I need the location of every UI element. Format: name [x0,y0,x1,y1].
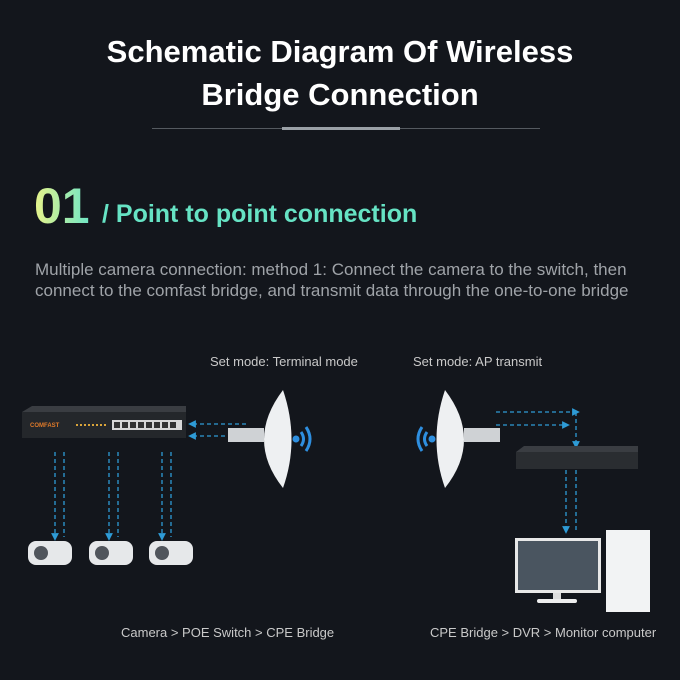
section-description: Multiple camera connection: method 1: Co… [35,260,629,300]
left-mode-label: Set mode: Terminal mode [210,354,358,369]
section-heading: / Point to point connection [102,200,418,228]
wifi-signal-icon [416,426,436,452]
switch-brand: COMFAST [30,423,60,429]
title-line-1: Schematic Diagram Of Wireless [106,34,574,69]
dvr [516,446,638,469]
section-number: 01 [34,178,90,234]
poe-switch: COMFAST [22,406,186,438]
cpe-bridge-left [228,390,292,488]
title-divider-highlight [282,127,400,130]
camera-2 [89,541,133,565]
wifi-signal-icon [292,426,312,452]
page-title: Schematic Diagram Of Wireless Bridge Con… [0,30,680,116]
cpe-bridge-right [436,390,500,488]
left-links [51,408,580,541]
left-caption: Camera > POE Switch > CPE Bridge [121,625,335,640]
right-caption: CPE Bridge > DVR > Monitor computer [430,625,657,640]
camera-1 [28,541,72,565]
monitor-computer [515,530,650,612]
camera-3 [149,541,193,565]
right-mode-label: Set mode: AP transmit [413,354,543,369]
title-line-2: Bridge Connection [201,77,479,112]
